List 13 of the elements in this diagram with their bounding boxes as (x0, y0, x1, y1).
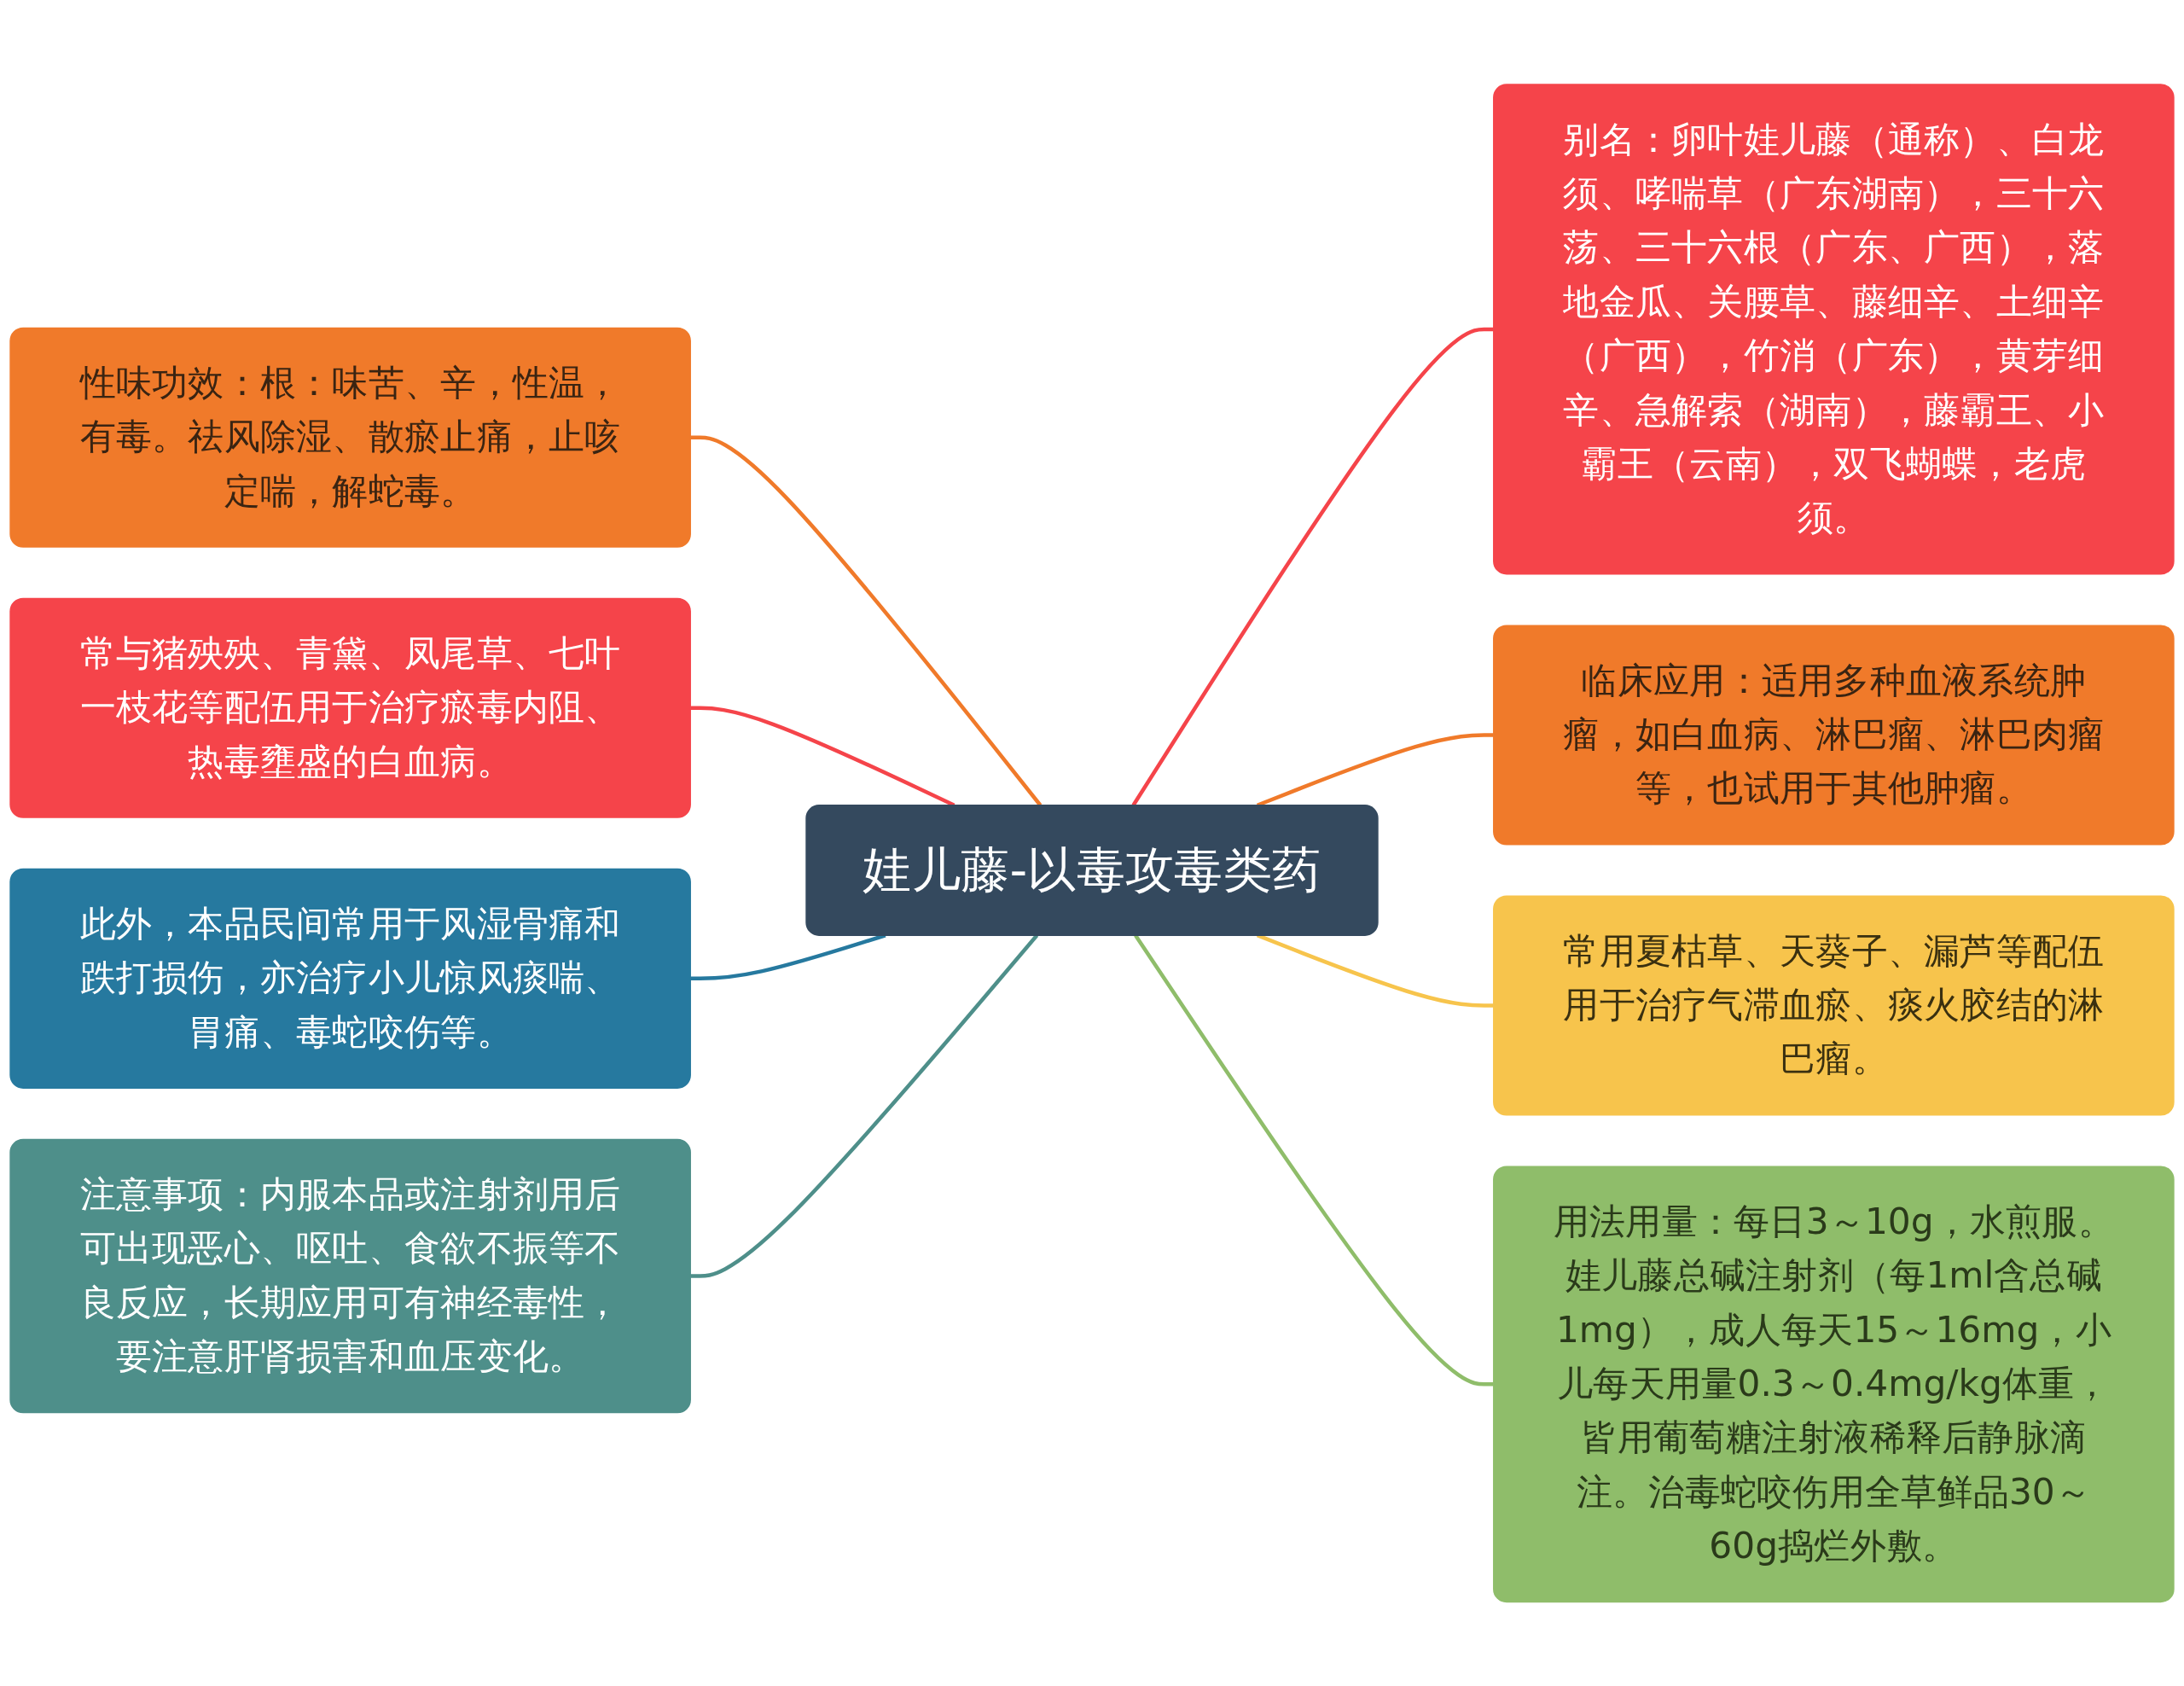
node-box: 常与猪殃殃、青黛、凤尾草、七叶一枝花等配伍用于治疗瘀毒内阻、热毒壅盛的白血病。 (9, 597, 691, 818)
node-box: 此外，本品民间常用于风湿骨痛和跌打损伤，亦治疗小儿惊风痰喘、胃痛、毒蛇咬伤等。 (9, 868, 691, 1089)
connector (1134, 933, 1494, 1387)
connector (1131, 327, 1494, 806)
node-box: 性味功效：根：味苦、辛，性温，有毒。祛风除湿、散瘀止痛，止咳定喘，解蛇毒。 (9, 327, 691, 548)
node-box: 临床应用：适用多种血液系统肿瘤，如白血病、淋巴瘤、淋巴肉瘤等，也试用于其他肿瘤。 (1493, 625, 2175, 846)
node-box: 用法用量：每日3～10g，水煎服。娃儿藤总碱注射剂（每1ml含总碱1mg），成人每天15～16mg，小儿每天用量0.3～0.4mg/kg体重，皆用葡萄糖注射液稀释后静脉滴注。治毒蛇咬伤用全草鲜品30～60g捣烂外敷。 (1493, 1166, 2175, 1602)
connector (690, 435, 1043, 806)
node-box: 娃儿藤-以毒攻毒类药 (805, 804, 1379, 936)
connector (690, 933, 1039, 1278)
node-box: 注意事项：内服本品或注射剂用后可出现恶心、呕吐、食欲不振等不良反应，长期应用可有神经毒性，要注意肝肾损害和血压变化。 (9, 1138, 691, 1414)
node-box: 别名：卵叶娃儿藤（通称）、白龙须、哮喘草（广东湖南），三十六荡、三十六根（广东、广西），落地金瓜、关腰草、藤细辛、土细辛（广西），竹消（广东），黄芽细辛、急解索（湖南），藤霸王、小霸王（云南），双飞蝴蝶，老虎须。 (1493, 84, 2175, 575)
node-box: 常用夏枯草、天葵子、漏芦等配伍用于治疗气滞血瘀、痰火胶结的淋巴瘤。 (1493, 895, 2175, 1116)
